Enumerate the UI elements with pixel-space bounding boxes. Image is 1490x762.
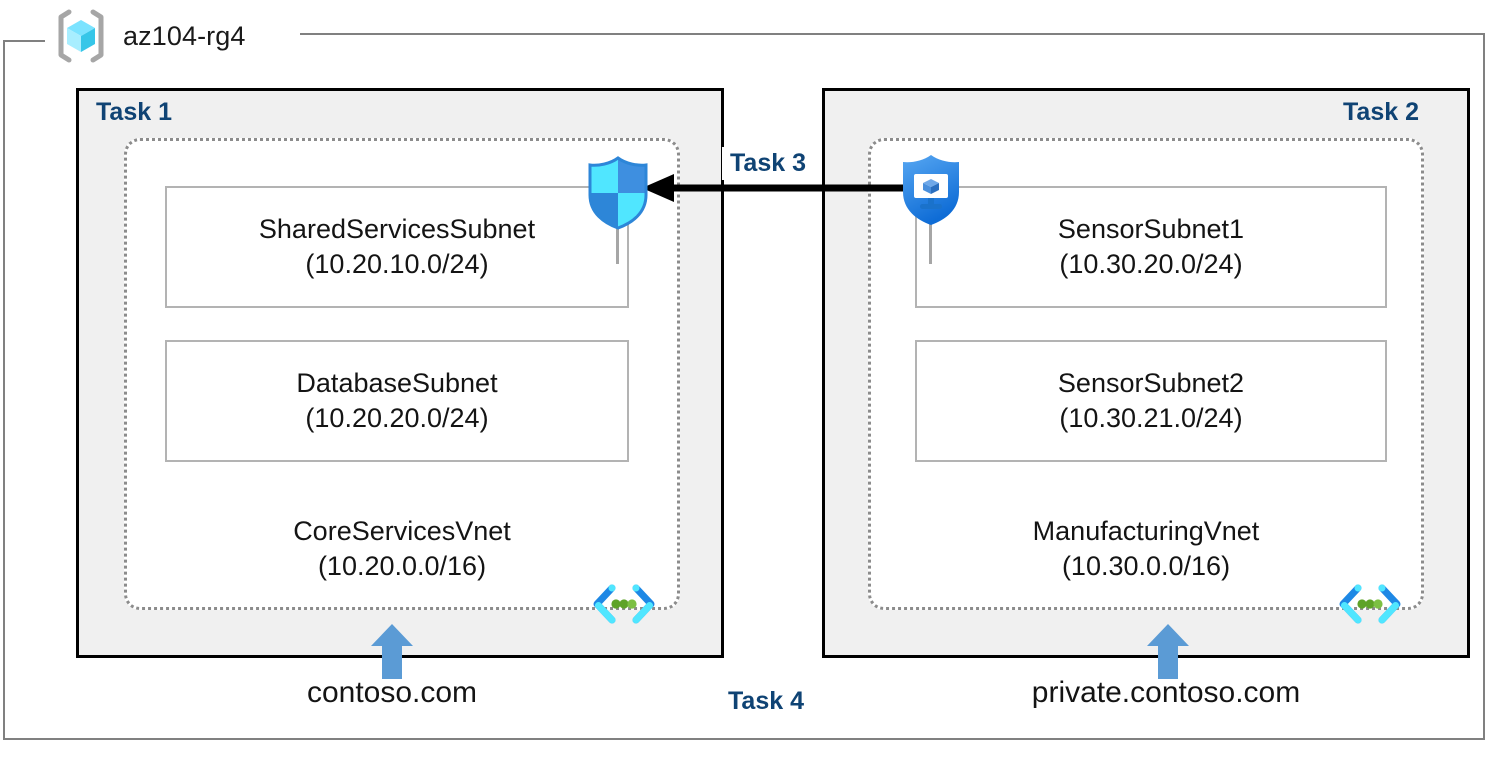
core-services-vnet-caption: CoreServicesVnet (10.20.0.0/16) <box>124 514 680 583</box>
virtual-network-icon <box>592 578 656 630</box>
subnet-name: DatabaseSubnet <box>296 368 498 399</box>
task1-label: Task 1 <box>96 98 172 126</box>
resource-group-frame-right <box>1483 33 1485 740</box>
database-subnet-box: DatabaseSubnet (10.20.20.0/24) <box>165 340 629 462</box>
sensor-subnet1-box: SensorSubnet1 (10.30.20.0/24) <box>915 186 1387 308</box>
manufacturing-vnet-caption: ManufacturingVnet (10.30.0.0/16) <box>868 514 1424 583</box>
contoso-dns-zone-label: contoso.com <box>306 676 478 709</box>
vnet-peering-left-arrow-icon <box>640 168 910 208</box>
private-contoso-dns-zone-label: private.contoso.com <box>1031 676 1301 709</box>
task3-label: Task 3 <box>722 147 814 180</box>
resource-group-cube-icon <box>53 8 109 64</box>
dns-link-up-arrow-icon <box>370 622 414 680</box>
resource-group-frame-top-stub <box>3 40 45 42</box>
azure-bastion-shield-icon <box>897 152 965 228</box>
sensor-subnet2-box: SensorSubnet2 (10.30.21.0/24) <box>915 340 1387 462</box>
resource-group-frame-left <box>3 40 5 740</box>
vnet-cidr: (10.30.0.0/16) <box>1061 550 1231 581</box>
subnet-cidr: (10.30.20.0/24) <box>1059 249 1243 279</box>
subnet-name: SharedServicesSubnet <box>258 214 536 245</box>
task2-label: Task 2 <box>1343 98 1419 126</box>
vnet-name: ManufacturingVnet <box>1032 516 1260 546</box>
subnet-cidr: (10.20.10.0/24) <box>305 249 489 279</box>
bastion-connector-stem <box>929 220 932 264</box>
task4-label: Task 4 <box>722 685 810 718</box>
resource-group-name: az104-rg4 <box>123 20 246 51</box>
subnet-name: SensorSubnet2 <box>1057 368 1245 399</box>
vnet-name: CoreServicesVnet <box>293 516 511 546</box>
subnet-name: SensorSubnet1 <box>1057 214 1245 245</box>
shared-services-subnet-box: SharedServicesSubnet (10.20.10.0/24) <box>165 186 629 308</box>
dns-link-up-arrow-icon <box>1146 622 1190 680</box>
virtual-network-icon <box>1338 578 1402 630</box>
resource-group-frame-top-long <box>300 33 1485 35</box>
vnet-cidr: (10.20.0.0/16) <box>317 550 487 581</box>
firewall-connector-stem <box>616 222 619 264</box>
azure-firewall-shield-icon <box>584 155 652 231</box>
resource-group-header: az104-rg4 <box>45 8 254 64</box>
subnet-cidr: (10.30.21.0/24) <box>1059 403 1243 433</box>
resource-group-frame-bottom <box>3 738 1485 740</box>
subnet-cidr: (10.20.20.0/24) <box>305 403 489 433</box>
